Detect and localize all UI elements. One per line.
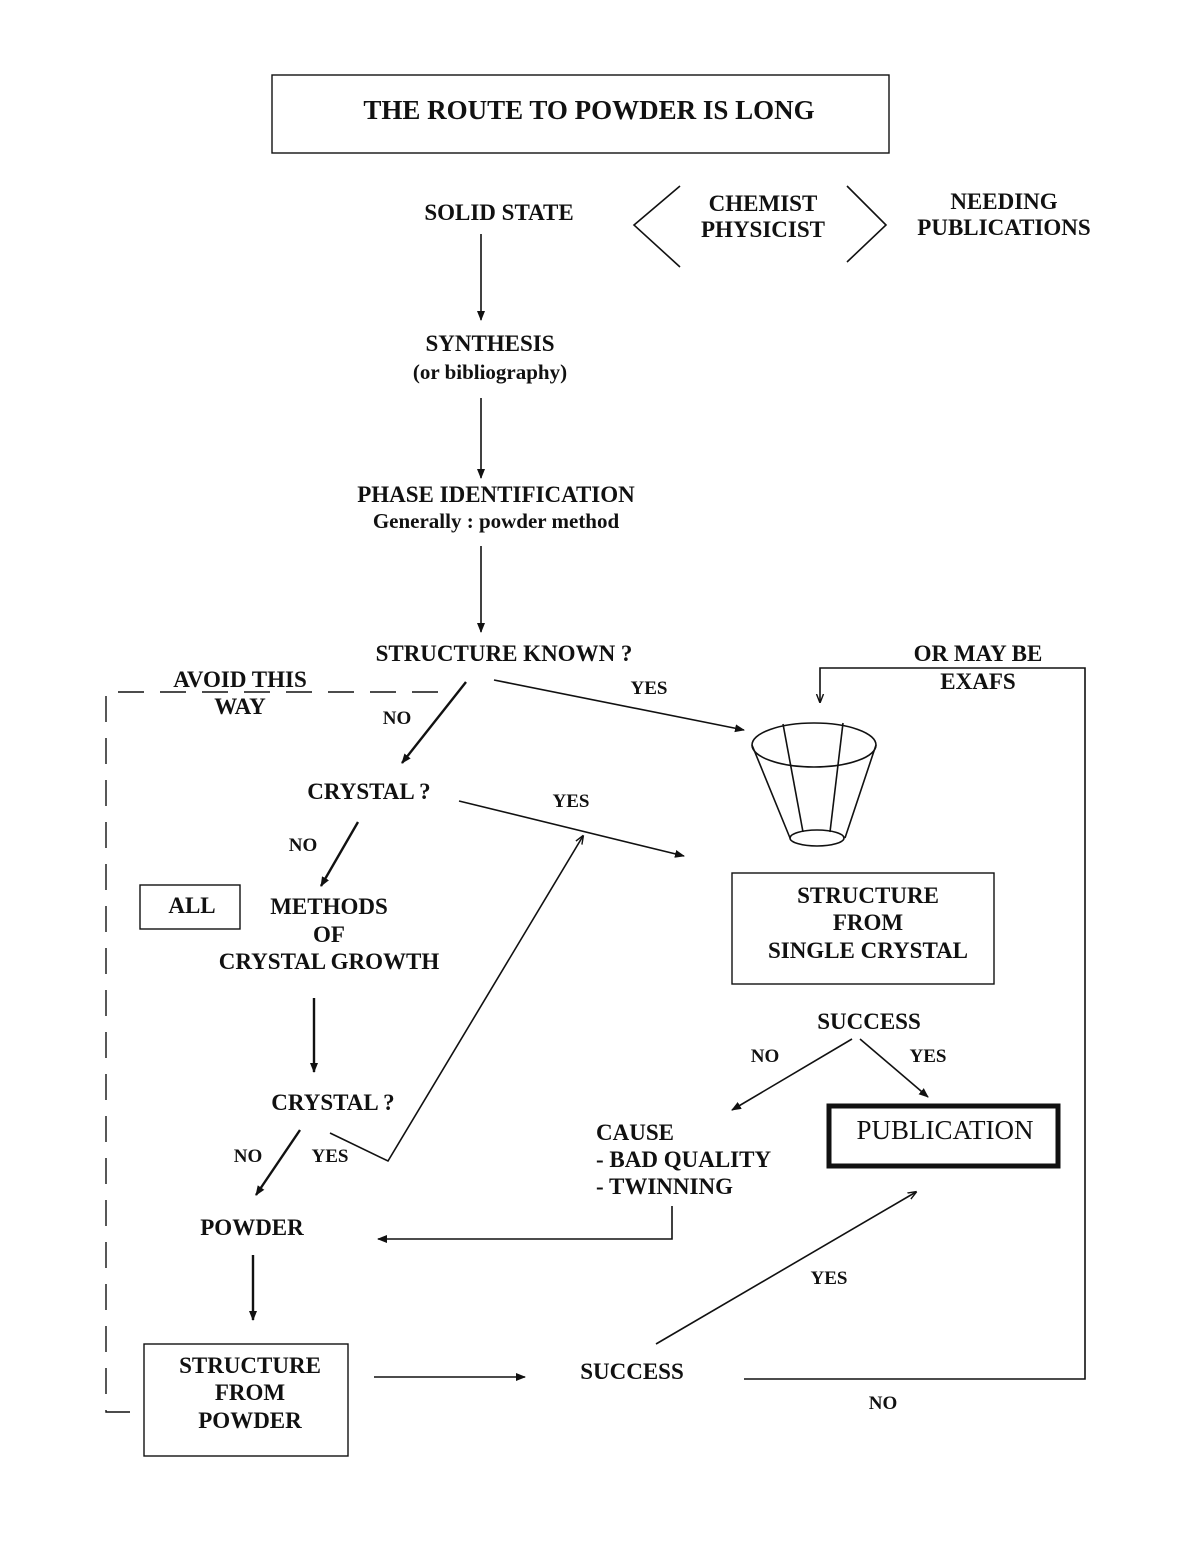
node-solid-state: SOLID STATE: [424, 200, 573, 225]
node-crystal-1: CRYSTAL ?: [307, 779, 430, 804]
node-publication: PUBLICATION: [856, 1115, 1033, 1145]
node-publications: PUBLICATIONS: [917, 215, 1090, 240]
label-avoid-way: WAY: [214, 694, 266, 719]
node-phase-identification: PHASE IDENTIFICATION: [357, 482, 635, 507]
sfp-line-1: STRUCTURE: [179, 1353, 321, 1378]
node-bibliography: (or bibliography): [413, 360, 567, 384]
node-physicist: PHYSICIST: [701, 217, 825, 242]
label-yes-crystal2: YES: [312, 1146, 349, 1167]
node-of: OF: [313, 922, 345, 947]
node-success-bottom: SUCCESS: [580, 1359, 684, 1384]
cone-diffractometer-icon: [751, 722, 877, 847]
all-box: ALL: [139, 884, 241, 930]
label-or-may-be: OR MAY BE: [914, 641, 1043, 666]
arrow-crystal1-yes: [458, 800, 685, 858]
node-crystal-2: CRYSTAL ?: [271, 1090, 394, 1115]
arrow-success-top-yes: [859, 1038, 929, 1098]
label-yes-success-bottom: YES: [811, 1268, 848, 1289]
label-no-success-bottom: NO: [869, 1393, 898, 1414]
chemist-physicist-brackets: [632, 185, 888, 268]
sfp-line-3: POWDER: [198, 1408, 302, 1433]
node-cause: CAUSE: [596, 1120, 674, 1145]
node-chemist: CHEMIST: [709, 191, 818, 216]
label-avoid-this: AVOID THIS: [173, 667, 307, 692]
node-structure-known: STRUCTURE KNOWN ?: [376, 641, 633, 666]
node-twinning: - TWINNING: [596, 1174, 733, 1199]
arrow-known-yes: [493, 679, 745, 733]
node-success-top: SUCCESS: [817, 1009, 921, 1034]
node-all: ALL: [168, 893, 215, 918]
sfsc-line-1: STRUCTURE: [797, 883, 939, 908]
sfsc-line-3: SINGLE CRYSTAL: [768, 938, 968, 963]
label-exafs: EXAFS: [940, 669, 1015, 694]
node-generally: Generally : powder method: [373, 509, 620, 533]
node-methods: METHODS: [270, 894, 388, 919]
node-bad-quality: - BAD QUALITY: [596, 1147, 771, 1172]
title-box: THE ROUTE TO POWDER IS LONG: [271, 74, 890, 154]
sfsc-line-2: FROM: [833, 910, 904, 935]
label-no-known: NO: [383, 708, 412, 729]
arrow-cause-to-powder: [377, 1206, 673, 1243]
node-crystal-growth: CRYSTAL GROWTH: [219, 949, 440, 974]
publication-box: PUBLICATION: [826, 1103, 1061, 1169]
structure-from-powder-box: STRUCTURE FROM POWDER: [143, 1343, 349, 1457]
structure-from-single-crystal-box: STRUCTURE FROM SINGLE CRYSTAL: [731, 872, 995, 985]
label-yes-crystal1: YES: [553, 791, 590, 812]
feedback-line-exafs: [744, 667, 1086, 1380]
node-needing: NEEDING: [950, 189, 1057, 214]
arrow-crystal2-yes: [329, 836, 583, 1163]
label-yes-success-top: YES: [910, 1046, 947, 1067]
arrow-success-bottom-yes: [655, 1192, 916, 1345]
sfp-line-2: FROM: [215, 1380, 286, 1405]
label-yes-known: YES: [631, 678, 668, 699]
avoid-this-way-path: [105, 691, 438, 1413]
label-no-success-top: NO: [751, 1046, 780, 1067]
label-no-crystal1: NO: [289, 835, 318, 856]
arrow-known-no: [401, 681, 467, 764]
node-synthesis: SYNTHESIS: [425, 331, 554, 356]
node-powder: POWDER: [200, 1215, 304, 1240]
label-no-crystal2: NO: [234, 1146, 263, 1167]
arrow-crystal2-no: [255, 1129, 301, 1196]
diagram-title: THE ROUTE TO POWDER IS LONG: [363, 95, 814, 125]
arrow-crystal1-no: [319, 821, 360, 887]
arrow-success-top-no: [731, 1038, 853, 1111]
